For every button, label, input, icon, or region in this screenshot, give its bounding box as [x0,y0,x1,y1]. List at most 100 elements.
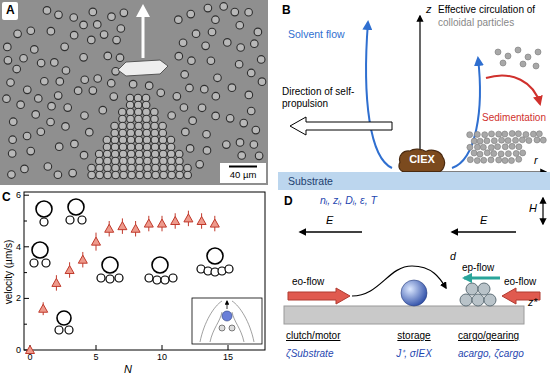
colloid-particle [220,3,228,11]
colloid-particle [481,157,487,163]
y-tick [24,272,27,273]
colloid-particle [250,141,258,149]
streamline [352,266,446,296]
colloid-particle [534,137,540,143]
configuration-icon [197,248,233,276]
configuration-icon [145,257,177,284]
colloid-particle [179,39,187,47]
colloid-particle [480,144,486,150]
micrograph-ground [0,0,268,185]
colloid-particle [74,87,82,95]
colloid-particle [495,144,501,150]
colloid-particle [502,131,508,137]
data-point [197,217,206,225]
flow-label: Solvent flow [288,28,345,41]
ion-exchange-particle: CIEX [397,147,447,172]
colloid-particle [47,118,55,126]
colloid-particle [257,56,265,64]
colloid-particle [87,36,95,44]
colloid-particle [71,140,79,148]
colloid-particle [80,151,88,159]
colloid-particle [513,150,519,156]
colloid-particle [474,158,480,164]
y-tick [24,324,27,325]
configuration-icon [36,201,52,226]
colloid-particle [513,137,519,143]
colloid-particle [175,16,183,24]
axis-label: r [534,154,538,167]
colloid-particle [27,27,35,35]
colloid-particle [160,171,168,179]
position-label: z* [528,296,537,309]
data-point [158,219,167,227]
colloid-particle [245,91,253,99]
colloid-particle [186,145,194,153]
data-point [118,222,127,230]
plot-frame [24,192,265,350]
role-label: storage [397,330,430,342]
scale-box [220,163,266,183]
colloid-particle [212,112,220,120]
colloid-particle [175,52,183,60]
colloid-particle [55,11,63,19]
parameter-label: acargo, ζcargo [458,348,524,360]
colloid-particle [44,163,52,171]
colloid-particle [64,104,72,112]
colloid-particle [180,104,188,112]
colloid-particle [152,171,160,179]
tick-label: 2 [16,293,21,304]
colloid-particle [226,115,234,123]
motion-arrowhead [136,4,150,17]
field-arrow [300,231,362,232]
colloid-particle [202,42,210,50]
configuration-icon [66,199,86,224]
colloid-particle [519,137,525,143]
colloid-particle [70,31,78,39]
axis-label: z [426,3,432,16]
colloid-particle [474,131,480,137]
data-point [131,224,140,232]
colloid-particle [200,85,208,93]
configuration-icon [55,311,73,334]
colloid-particle [240,119,248,127]
colloid-particle [203,130,211,138]
scale-bar [229,166,257,168]
colloid-particle [502,144,508,150]
solvent-flow-line [452,58,480,168]
node-text: Substrate [288,172,550,190]
colloid-particle [499,137,505,143]
axis-title: velocity (µm/s) [3,240,15,305]
colloid-particle [54,92,62,100]
tick-label: 10 [157,352,167,363]
colloid-particle [21,165,29,173]
colloid-particle [23,132,31,140]
y-tick [24,298,29,299]
colloid-particle [70,14,78,22]
colloid-particle [247,107,255,115]
data-point [184,214,193,222]
colloid-particle [500,60,506,66]
colloid-particle [523,132,529,138]
colloid-particle [526,138,532,144]
cargo-sphere [472,294,484,306]
colloid-particle [236,139,244,147]
x-tick [96,345,97,350]
colloid-particle [69,169,77,177]
data-point [92,237,101,245]
colloid-particle [525,54,531,60]
colloid-particle [100,31,108,39]
colloid-particle [204,4,212,12]
colloid-particle [467,144,473,150]
colloid-particle [7,79,15,87]
colloid-particle [37,128,45,136]
colloid-particle [467,132,473,138]
colloid-particle [120,9,128,17]
colloid-particle [51,59,59,67]
colloid-particle [508,158,514,164]
circulation-label: colloidal particles [438,17,514,29]
label-box [2,2,18,20]
colloid-particle [62,67,70,75]
colloid-particle [212,16,220,24]
